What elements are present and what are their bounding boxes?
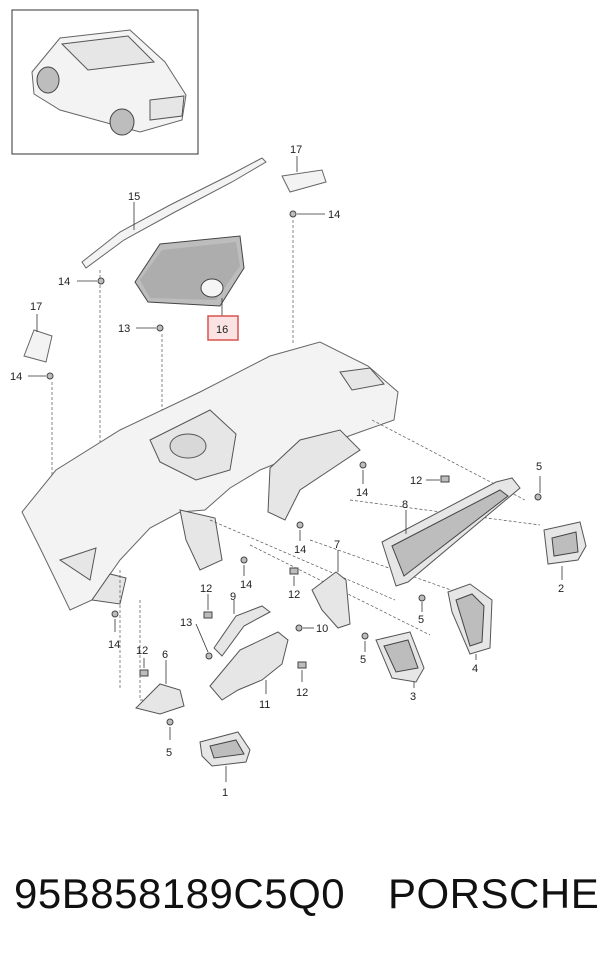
callout-13-upper[interactable]: 13 [118, 323, 130, 335]
trim-panel-part-8 [381, 477, 521, 587]
cover-part-17-right [281, 169, 327, 193]
callout-14-mid[interactable]: 14 [294, 544, 306, 556]
air-vent-part-3 [375, 631, 425, 683]
callout-12-lower[interactable]: 12 [296, 687, 308, 699]
callout-12-mid[interactable]: 12 [288, 589, 300, 601]
callout-13-lower[interactable]: 13 [180, 617, 192, 629]
callout-16[interactable]: 16 [216, 324, 228, 336]
callout-10[interactable]: 10 [316, 623, 328, 635]
callout-1[interactable]: 1 [222, 787, 228, 799]
speaker-grille-part-16 [134, 235, 245, 307]
callout-11[interactable]: 11 [259, 699, 270, 711]
trim-part-11 [209, 631, 289, 701]
defroster-strip-part-15 [81, 157, 267, 470]
air-vent-part-4 [447, 583, 493, 655]
callout-4[interactable]: 4 [472, 663, 478, 675]
air-vent-part-2 [543, 521, 587, 565]
callout-16-highlight [207, 315, 239, 341]
trim-arc-part-9 [213, 605, 271, 657]
callout-14-far-left[interactable]: 14 [10, 371, 22, 383]
callout-6[interactable]: 6 [162, 649, 168, 661]
callout-12-bottom-left[interactable]: 12 [136, 645, 148, 657]
dashboard-exploded-diagram: 15 17 14 16 14 13 17 14 [10, 9, 587, 799]
brand-label: PORSCHE [388, 870, 600, 917]
dashboard-carrier [21, 341, 399, 611]
callout-17-left[interactable]: 17 [30, 301, 42, 313]
air-vent-part-1 [199, 731, 251, 767]
cover-part-17-left [23, 329, 53, 363]
callout-12-left[interactable]: 12 [200, 583, 212, 595]
callout-5-right[interactable]: 5 [360, 654, 366, 666]
callout-5-bottom[interactable]: 5 [166, 747, 172, 759]
callout-14-top-right[interactable]: 14 [328, 209, 340, 221]
callout-14-upper-left[interactable]: 14 [58, 276, 70, 288]
vehicle-inset [11, 9, 199, 155]
callout-14-center[interactable]: 14 [356, 487, 368, 499]
callout-2[interactable]: 2 [558, 583, 564, 595]
callout-12-upper-right[interactable]: 12 [410, 475, 422, 487]
part-number-label: 95B858189C5Q0 [14, 870, 346, 917]
callout-3[interactable]: 3 [410, 691, 416, 703]
bracket-part-6 [135, 683, 185, 715]
callout-17-right[interactable]: 17 [290, 144, 302, 156]
callout-7[interactable]: 7 [334, 539, 340, 551]
bracket-part-7 [311, 571, 351, 629]
callout-15[interactable]: 15 [128, 191, 140, 203]
callout-8[interactable]: 8 [402, 499, 408, 511]
callout-5-top-right[interactable]: 5 [536, 461, 542, 473]
callout-9[interactable]: 9 [230, 591, 236, 603]
callout-14-bottom-left[interactable]: 14 [108, 639, 120, 651]
callout-14-lower-left[interactable]: 14 [240, 579, 252, 591]
suv-icon [31, 29, 187, 136]
caption-bar: 95B858189C5Q0 PORSCHE [0, 870, 600, 930]
callout-5-mid[interactable]: 5 [418, 614, 424, 626]
